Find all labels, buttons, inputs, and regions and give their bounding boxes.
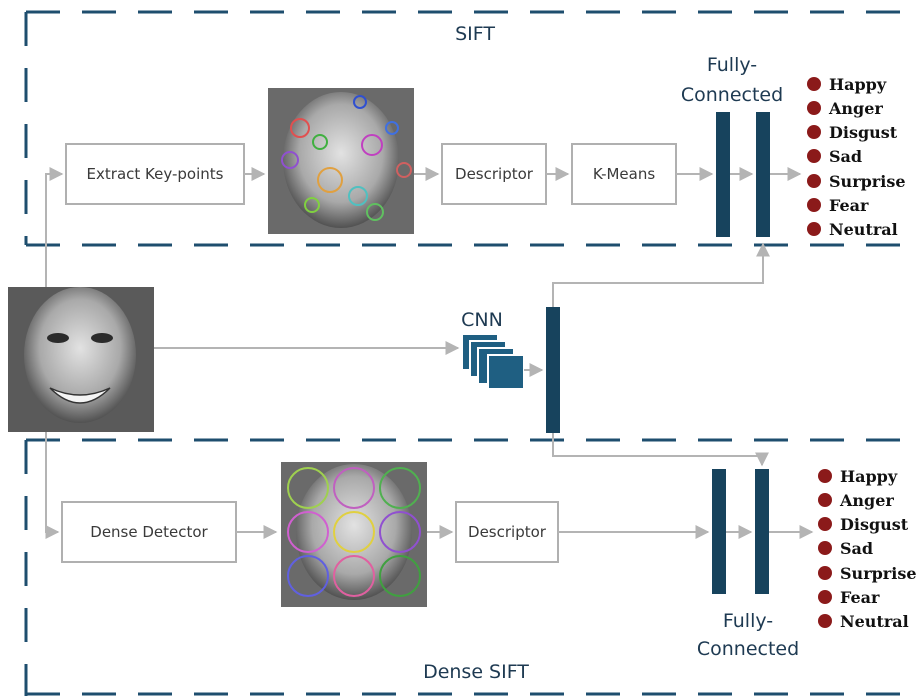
dense-detector-box — [61, 501, 237, 563]
dense-sift-frame — [24, 438, 920, 696]
emotion-label: Fear — [840, 588, 880, 607]
input-face-image — [8, 287, 154, 432]
sift-title: SIFT — [455, 23, 495, 45]
emotion-label: Sad — [829, 147, 862, 166]
emotion-list-top: Happy Anger Disgust Sad Surprise Fear Ne… — [807, 75, 906, 239]
emotion-label: Surprise — [840, 564, 917, 583]
emotion-label: Neutral — [829, 220, 898, 239]
keypoints-face-image — [268, 88, 414, 234]
descriptor-box-top — [441, 143, 547, 205]
arrow-to-extract — [45, 167, 64, 287]
emotion-label: Surprise — [829, 172, 906, 191]
emotion-label: Fear — [829, 196, 869, 215]
fc-top-bar-2 — [756, 112, 770, 237]
fc-top-label-line2: Connected — [681, 84, 783, 106]
arrow-to-dense-detector — [45, 432, 60, 539]
dense-sift-title: Dense SIFT — [423, 661, 529, 683]
emotion-label: Neutral — [840, 612, 909, 631]
fc-bottom-bar-2 — [755, 469, 769, 594]
sift-frame — [24, 10, 920, 247]
cnn-block-icon — [461, 333, 525, 390]
descriptor-label-top: Descriptor — [455, 165, 534, 183]
emotion-label: Disgust — [840, 515, 909, 534]
cnn-output-bar — [546, 307, 560, 433]
dense-grid-face-image — [281, 462, 427, 607]
fc-top-label-line1: Fully- — [707, 54, 757, 76]
kmeans-box — [571, 143, 677, 205]
fc-top-bar-1 — [716, 112, 730, 237]
emotion-list-bottom: Happy Anger Disgust Sad Surprise Fear Ne… — [818, 467, 917, 631]
fc-bottom-label-line1: Fully- — [723, 610, 773, 632]
emotion-label: Anger — [839, 491, 894, 510]
descriptor-label-bottom: Descriptor — [468, 523, 547, 541]
arrow-cnn-to-fc-bottom — [552, 433, 769, 467]
emotion-label: Disgust — [829, 123, 898, 142]
arrow-cnn-to-fc-top — [552, 242, 770, 307]
fc-bottom-label-line2: Connected — [697, 638, 799, 660]
dense-detector-label: Dense Detector — [90, 523, 208, 541]
emotion-label: Sad — [840, 539, 873, 558]
fc-bottom-bar-1 — [712, 469, 726, 594]
cnn-label: CNN — [461, 309, 503, 331]
emotion-label: Anger — [828, 99, 883, 118]
kmeans-label: K-Means — [593, 165, 656, 183]
emotion-label: Happy — [840, 467, 898, 486]
extract-keypoints-label: Extract Key-points — [87, 165, 224, 183]
emotion-label: Happy — [829, 75, 887, 94]
descriptor-box-bottom — [455, 501, 559, 563]
